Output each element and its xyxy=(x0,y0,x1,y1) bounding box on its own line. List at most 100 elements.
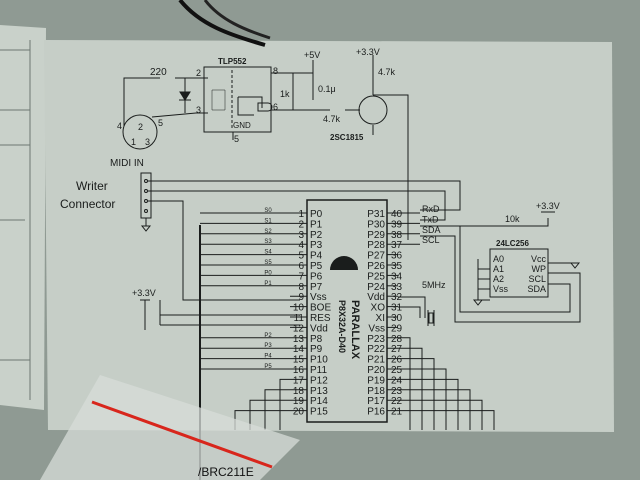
chip-right-pin-number: 31 xyxy=(391,303,403,314)
chip-left-pin-number: 8 xyxy=(298,282,304,293)
chip-right-pin-name: Vss xyxy=(368,323,385,334)
chip-right-pin-name: P17 xyxy=(367,396,385,407)
midi-pin-3: 3 xyxy=(145,137,150,147)
chip-right-pin-number: 34 xyxy=(391,271,403,282)
chip-right-pin-name: P27 xyxy=(367,251,385,262)
chip-right-pin-name: XI xyxy=(376,313,385,324)
chip-part: P8X32A-D40 xyxy=(337,300,347,353)
chip-right-pin-name: Vdd xyxy=(367,292,385,303)
chip-left-pin-name: P13 xyxy=(310,386,328,397)
opto-pin-5: 5 xyxy=(234,134,239,144)
writer-label-line2: Connector xyxy=(60,197,115,211)
chip-left-pin-name: RES xyxy=(310,313,331,324)
cable-wire xyxy=(178,0,266,47)
chip-left-pin-name: P2 xyxy=(310,230,323,241)
chip-right-pin-wire xyxy=(387,410,495,430)
chip-right-pin-number: 21 xyxy=(391,407,403,418)
chip-right-pin-wire xyxy=(387,399,483,430)
chip-left-pin-name: P11 xyxy=(310,365,327,376)
chip-left-pin-name: BOE xyxy=(310,303,331,314)
chip-right-pin-wire xyxy=(387,337,411,430)
eeprom-right-pin: Vcc xyxy=(531,254,547,264)
chip-left-pin-name: P4 xyxy=(310,251,323,262)
chip-left-pin-number: 20 xyxy=(293,407,305,418)
chip-right-pin-name: P23 xyxy=(367,334,385,345)
crystal-label: 5MHz xyxy=(422,280,446,290)
chip-left-pin-number: 19 xyxy=(293,396,305,407)
chip-right-pin-wire xyxy=(387,347,423,430)
eeprom-left-pin: A0 xyxy=(493,254,504,264)
chip-right-pin-number: 36 xyxy=(391,251,403,262)
chip-left-pin-name: Vss xyxy=(310,292,327,303)
chip-right-pin-name: P19 xyxy=(367,375,385,386)
midi-pin-5: 5 xyxy=(158,118,163,128)
chip-left-pin-name: P8 xyxy=(310,334,323,345)
chip-left-pin-signal: S2 xyxy=(264,229,272,235)
midi-circuit xyxy=(122,55,409,240)
midi-resistor-label: 220 xyxy=(150,67,167,78)
eeprom-left-pin: Vss xyxy=(493,284,509,294)
chip-left-pin-number: 12 xyxy=(293,323,305,334)
chip-left-pin-number: 15 xyxy=(293,355,305,366)
chip-left-pin-name: P9 xyxy=(310,344,323,355)
writer-label-line1: Writer xyxy=(76,179,108,193)
chip-left-pin-name: P7 xyxy=(310,282,323,293)
cable-wire xyxy=(203,0,271,40)
chip-left-pin-signal: P4 xyxy=(264,354,272,360)
supply-3v3-transistor: +3.3V xyxy=(356,47,380,57)
chip-right-pin-name: P30 xyxy=(367,219,385,230)
opto-name: TLP552 xyxy=(218,57,247,66)
chip-body xyxy=(306,199,388,423)
chip-left-pin-signal: P0 xyxy=(264,270,272,276)
chip-brand: PARALLAX xyxy=(349,300,361,360)
schematic-paper xyxy=(44,40,614,432)
eeprom-name: 24LC256 xyxy=(496,239,529,248)
opto-gnd-label: GND xyxy=(233,121,251,130)
midi-pin-4: 4 xyxy=(117,121,122,131)
chip-left-pin-number: 10 xyxy=(293,303,305,314)
chip-left-pin-signal: S5 xyxy=(264,260,272,266)
supply-3v3-eeprom: +3.3V xyxy=(536,201,560,211)
chip-left-pin-name: P5 xyxy=(310,261,323,272)
chip-left-pin-number: 7 xyxy=(298,271,304,282)
chip-left-pin-wire xyxy=(264,389,307,430)
left-paper-sheet xyxy=(0,25,46,410)
chip-left-pin-name: P10 xyxy=(310,355,328,366)
resistor-1k-label: 1k xyxy=(280,89,290,99)
supply-3v3-left: +3.3V xyxy=(132,288,156,298)
eeprom-circuit xyxy=(420,211,581,323)
chip-right-pin-number: 23 xyxy=(391,386,403,397)
chip-right-pin-signal: SCL xyxy=(422,235,440,245)
chip-right-pin-signal: SDA xyxy=(422,225,441,235)
chip-right-pin-number: 24 xyxy=(391,375,403,386)
crystal-symbol xyxy=(398,296,435,326)
chip-right-pin-name: P31 xyxy=(367,209,385,220)
chip-left-pin-name: P14 xyxy=(310,396,328,407)
opto-pin-3: 3 xyxy=(196,105,201,115)
chip-left-pin-wire xyxy=(279,378,307,430)
chip-left-pin-number: 2 xyxy=(298,219,304,230)
eeprom-right-pin: SCL xyxy=(528,274,546,284)
eeprom-left-pin: A1 xyxy=(493,264,504,274)
chip-right-pin-name: P26 xyxy=(367,261,385,272)
chip-right-pin-name: P24 xyxy=(367,282,385,293)
chip-left-pin-name: P15 xyxy=(310,407,328,418)
chip-left-pin-signal: S0 xyxy=(264,208,272,214)
chip-left-pin-name: P12 xyxy=(310,375,328,386)
chip-left-pin-name: P3 xyxy=(310,240,323,251)
chip-right-pin-name: P25 xyxy=(367,271,385,282)
chip-left-pin-signal: S4 xyxy=(264,250,272,256)
chip-right-pin-name: P29 xyxy=(367,230,385,241)
chip-left-pin-signal: P1 xyxy=(264,281,272,287)
chip-right-pin-number: 32 xyxy=(391,292,403,303)
cap-label: 0.1μ xyxy=(318,84,336,94)
chip-right-pin-number: 38 xyxy=(391,230,403,241)
chip-right-pin-number: 35 xyxy=(391,261,403,272)
chip-left-pin-name: Vdd xyxy=(310,323,328,334)
chip-right-pin-signal: RxD xyxy=(422,204,440,214)
chip-right-pin-signal: TxD xyxy=(422,214,439,224)
chip-left-pin-number: 6 xyxy=(298,261,304,272)
chip-left-pin-number: 3 xyxy=(298,230,304,241)
